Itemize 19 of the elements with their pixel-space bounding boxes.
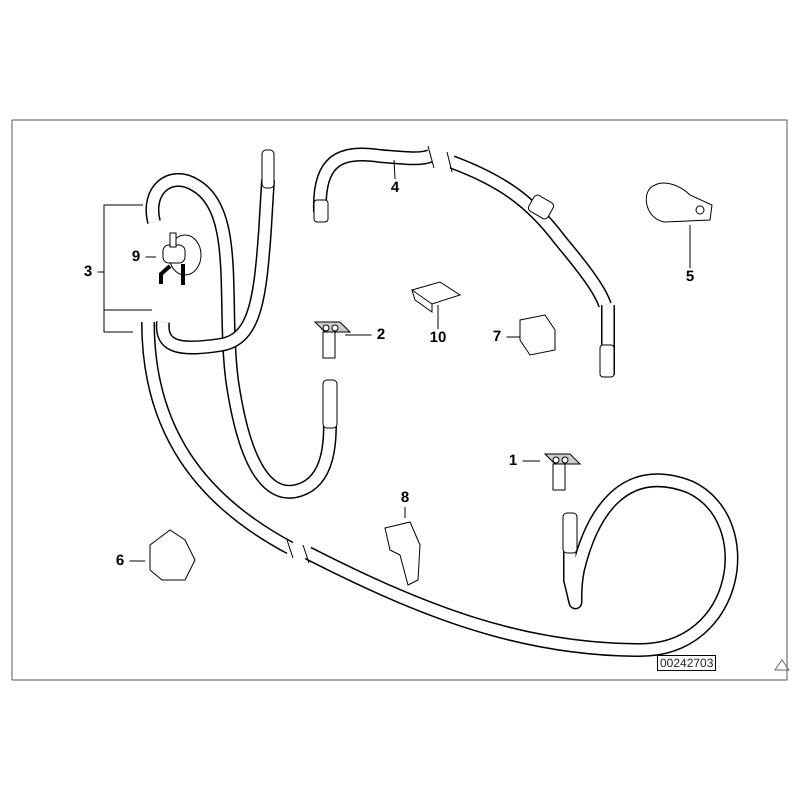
leader-line — [97, 272, 134, 332]
leader-line — [129, 560, 146, 562]
callout-number: 6 — [110, 552, 130, 570]
callout-number: 1 — [504, 452, 522, 470]
callout-number: 10 — [424, 329, 452, 347]
callout-number: 8 — [396, 489, 414, 507]
leader-line — [506, 336, 520, 338]
leader-line — [344, 334, 372, 336]
callout-number: 7 — [488, 328, 506, 346]
drawing-number: 00242703 — [657, 655, 716, 671]
callout-number: 5 — [680, 268, 700, 286]
callout-number: 3 — [78, 263, 98, 281]
leader-line — [404, 506, 406, 518]
leader-line — [145, 256, 156, 258]
leader-line — [394, 160, 396, 180]
leader-line — [522, 460, 540, 462]
callout-number: 9 — [126, 248, 146, 266]
callout-number: 4 — [386, 179, 404, 197]
callout-number: 2 — [372, 326, 390, 344]
